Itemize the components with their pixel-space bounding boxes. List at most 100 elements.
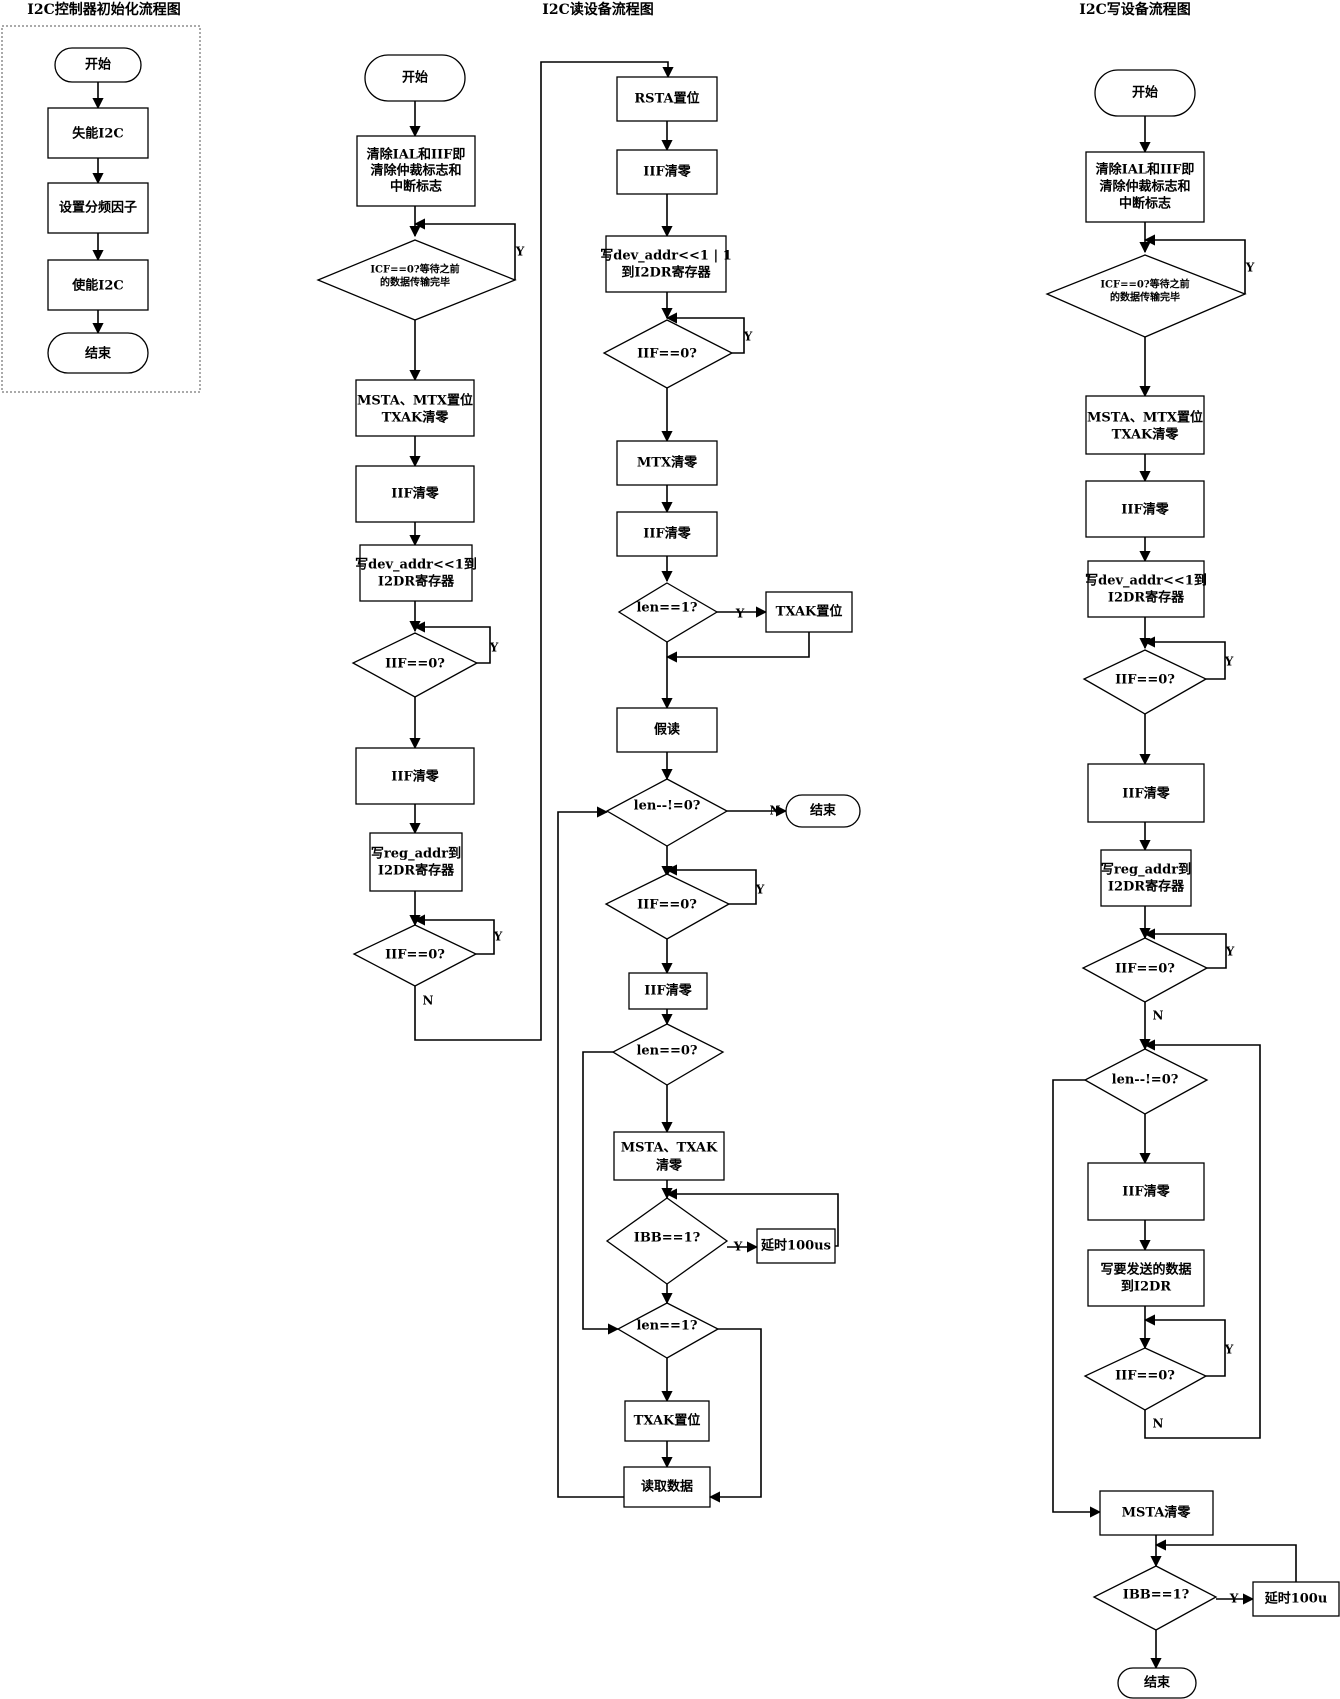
svg-text:IIF==0?: IIF==0? [637, 898, 697, 913]
read-iif-clear-4: IIF清零 [616, 511, 718, 557]
svg-text:IIF清零: IIF清零 [391, 769, 439, 785]
write-clear-flags: 清除IAL和IIF即 清除仲裁标志和 中断标志 [1085, 151, 1205, 223]
read-iif3-yes: Y [743, 330, 753, 344]
svg-text:IIF==0?: IIF==0? [385, 948, 445, 963]
svg-text:IIF清零: IIF清零 [643, 164, 691, 180]
svg-text:ICF==0?等待之前: ICF==0?等待之前 [370, 263, 459, 276]
write-write-dev-addr: 写dev_addr<<1到 I2DR寄存器 [1085, 560, 1207, 618]
write-iif2-yes: Y [1225, 945, 1235, 959]
read-msta-txak-clear: MSTA、TXAK 清零 [613, 1131, 725, 1181]
svg-text:IBB==1?: IBB==1? [1123, 1588, 1190, 1603]
svg-text:清除IAL和IIF即: 清除IAL和IIF即 [1096, 162, 1195, 178]
read-write-reg-addr: 写reg_addr到 I2DR寄存器 [369, 832, 463, 892]
write-iif-clear-3: IIF清零 [1087, 1162, 1205, 1221]
read-rsta-set: RSTA置位 [616, 76, 718, 122]
svg-text:设置分频因子: 设置分频因子 [59, 200, 137, 216]
svg-text:结束: 结束 [810, 803, 837, 819]
svg-text:len==1?: len==1? [636, 601, 697, 616]
read-start: 开始 [364, 54, 466, 102]
write-msta-mtx-set: MSTA、MTX置位 TXAK清零 [1085, 395, 1205, 455]
svg-text:IIF==0?: IIF==0? [1115, 673, 1175, 688]
svg-text:延时100u: 延时100u [1264, 1591, 1328, 1607]
svg-text:IIF清零: IIF清零 [391, 486, 439, 502]
svg-text:I2DR寄存器: I2DR寄存器 [1108, 590, 1185, 606]
svg-text:len--!=0?: len--!=0? [1112, 1073, 1179, 1088]
svg-text:IIF清零: IIF清零 [1122, 1184, 1170, 1200]
svg-text:IIF==0?: IIF==0? [637, 347, 697, 362]
write-iif-check-1: IIF==0? [1082, 649, 1208, 715]
init-flow-title: I2C控制器初始化流程图 [27, 1, 180, 18]
read-write-dev-addr: 写dev_addr<<1到 I2DR寄存器 [355, 544, 477, 602]
read-iif4-yes: Y [755, 883, 765, 897]
svg-text:使能I2C: 使能I2C [71, 278, 123, 294]
write-end: 结束 [1117, 1667, 1197, 1699]
write-ibb-check: IBB==1? [1092, 1565, 1218, 1631]
svg-text:IIF清零: IIF清零 [1122, 786, 1170, 802]
svg-text:假读: 假读 [654, 722, 680, 738]
svg-text:len--!=0?: len--!=0? [634, 799, 701, 814]
read-len-dec-check: len--!=0? [605, 778, 729, 847]
svg-text:IIF清零: IIF清零 [643, 526, 691, 542]
svg-text:结束: 结束 [85, 346, 112, 362]
write-msta-clear: MSTA清零 [1099, 1490, 1214, 1536]
svg-text:IIF清零: IIF清零 [644, 983, 692, 999]
svg-text:RSTA置位: RSTA置位 [634, 91, 699, 107]
write-iif1-yes: Y [1224, 655, 1234, 669]
write-iif-check-3: IIF==0? [1083, 1347, 1208, 1411]
init-flow-frame [1, 25, 201, 393]
read-iif-clear-2: IIF清零 [355, 747, 475, 805]
write-icf-check: ICF==0?等待之前 的数据传输完毕 [1045, 254, 1247, 338]
read-iif-check-4: IIF==0? [604, 873, 731, 940]
read-msta-mtx-set: MSTA、MTX置位 TXAK清零 [355, 379, 475, 437]
read-mtx-clear: MTX清零 [616, 440, 718, 486]
read-write-dev-addr-read: 写dev_addr<<1 | 1 到I2DR寄存器 [600, 235, 732, 293]
init-start: 开始 [54, 47, 142, 83]
read-iif2-yes: Y [493, 930, 503, 944]
svg-text:IIF==0?: IIF==0? [1115, 962, 1175, 977]
svg-text:写reg_addr到: 写reg_addr到 [1101, 863, 1191, 878]
svg-text:写要发送的数据: 写要发送的数据 [1100, 1262, 1191, 1278]
svg-text:len==0?: len==0? [636, 1044, 697, 1059]
write-icf-yes: Y [1245, 261, 1255, 275]
read-len1-yes: Y [735, 607, 745, 621]
svg-text:开始: 开始 [85, 57, 111, 73]
read-ibb-check: IBB==1? [605, 1197, 729, 1285]
read-len-eq-1-check: len==1? [617, 582, 719, 643]
read-delay: 延时100us [756, 1228, 836, 1264]
read-ibb-yes: Y [733, 1240, 743, 1254]
svg-text:清除仲裁标志和: 清除仲裁标志和 [370, 163, 461, 179]
svg-text:MTX清零: MTX清零 [637, 455, 698, 471]
svg-text:清零: 清零 [656, 1158, 683, 1174]
read-len-eq-1-check-2: len==1? [616, 1302, 720, 1359]
svg-text:IIF==0?: IIF==0? [1115, 1369, 1175, 1384]
init-disable-i2c: 失能I2C [47, 107, 149, 159]
read-flow-title: I2C读设备流程图 [542, 1, 653, 18]
read-iif-check-2: IIF==0? [352, 924, 478, 987]
svg-text:写reg_addr到: 写reg_addr到 [371, 847, 461, 862]
svg-text:TXAK清零: TXAK清零 [382, 410, 450, 426]
read-iif-clear-1: IIF清零 [355, 465, 475, 523]
svg-text:写dev_addr<<1 | 1: 写dev_addr<<1 | 1 [600, 249, 732, 264]
svg-text:清除仲裁标志和: 清除仲裁标志和 [1099, 179, 1190, 195]
svg-text:到I2DR寄存器: 到I2DR寄存器 [621, 265, 711, 281]
svg-text:MSTA、MTX置位: MSTA、MTX置位 [357, 393, 473, 409]
svg-text:MSTA、MTX置位: MSTA、MTX置位 [1087, 410, 1203, 426]
write-iif-check-2: IIF==0? [1081, 937, 1209, 1003]
read-iif-check-1: IIF==0? [351, 632, 479, 698]
write-write-data: 写要发送的数据 到I2DR [1087, 1249, 1205, 1307]
init-set-divider: 设置分频因子 [47, 182, 149, 234]
write-start: 开始 [1094, 69, 1196, 117]
read-iif2-no: N [423, 994, 434, 1008]
svg-text:MSTA清零: MSTA清零 [1122, 1505, 1192, 1521]
read-iif-clear-3: IIF清零 [616, 149, 718, 195]
svg-text:中断标志: 中断标志 [1119, 196, 1171, 212]
read-txak-set-2: TXAK置位 [624, 1400, 710, 1442]
svg-text:清除IAL和IIF即: 清除IAL和IIF即 [367, 147, 466, 163]
svg-text:失能I2C: 失能I2C [72, 126, 123, 142]
read-lendec-no: N [770, 804, 781, 818]
read-icf-yes: Y [515, 245, 525, 259]
svg-text:I2DR寄存器: I2DR寄存器 [1108, 879, 1185, 895]
svg-text:TXAK置位: TXAK置位 [634, 1413, 701, 1429]
svg-text:结束: 结束 [1144, 1675, 1171, 1691]
